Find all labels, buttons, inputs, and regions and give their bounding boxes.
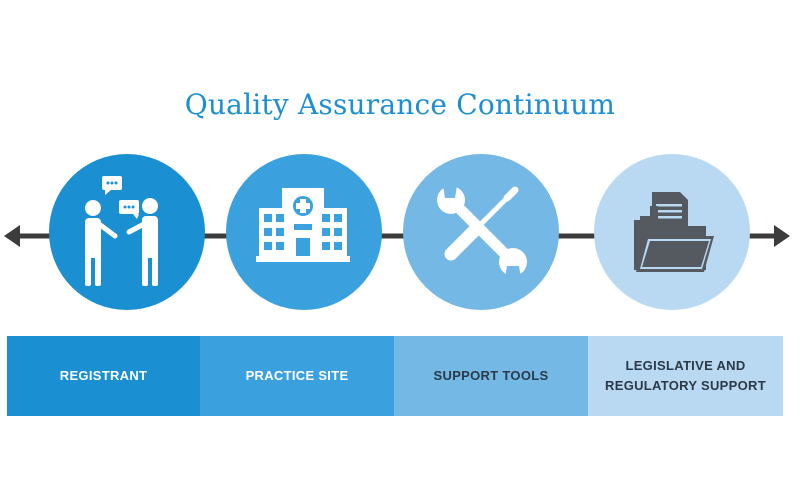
- stage-bar-legislative: LEGISLATIVE AND REGULATORY SUPPORT: [588, 336, 783, 416]
- arrow-right-head: [774, 225, 790, 247]
- stage-circle-registrant: [49, 154, 205, 310]
- stage-label-registrant: REGISTRANT: [59, 368, 148, 383]
- stage-circle-legislative: [594, 154, 750, 310]
- hospital-icon: [256, 188, 350, 262]
- stage-bar-registrant: REGISTRANT: [7, 336, 200, 416]
- arrow-left-head: [4, 225, 20, 247]
- stage-bar-support-tools: SUPPORT TOOLS: [394, 336, 588, 416]
- stage-label-practice-site: PRACTICE SITE: [245, 368, 349, 383]
- stage-circle-support-tools: [403, 154, 559, 310]
- stage-circle-practice-site: [226, 154, 382, 310]
- people-talking-icon: [85, 176, 158, 286]
- stage-label-support-tools: SUPPORT TOOLS: [433, 368, 549, 383]
- page-title: Quality Assurance Continuum: [184, 88, 616, 121]
- stage-bar-practice-site: PRACTICE SITE: [200, 336, 394, 416]
- documents-folder-icon: [634, 192, 714, 272]
- stage-label-legislative: LEGISLATIVE AND REGULATORY SUPPORT: [605, 358, 766, 393]
- tools-icon: [437, 186, 527, 278]
